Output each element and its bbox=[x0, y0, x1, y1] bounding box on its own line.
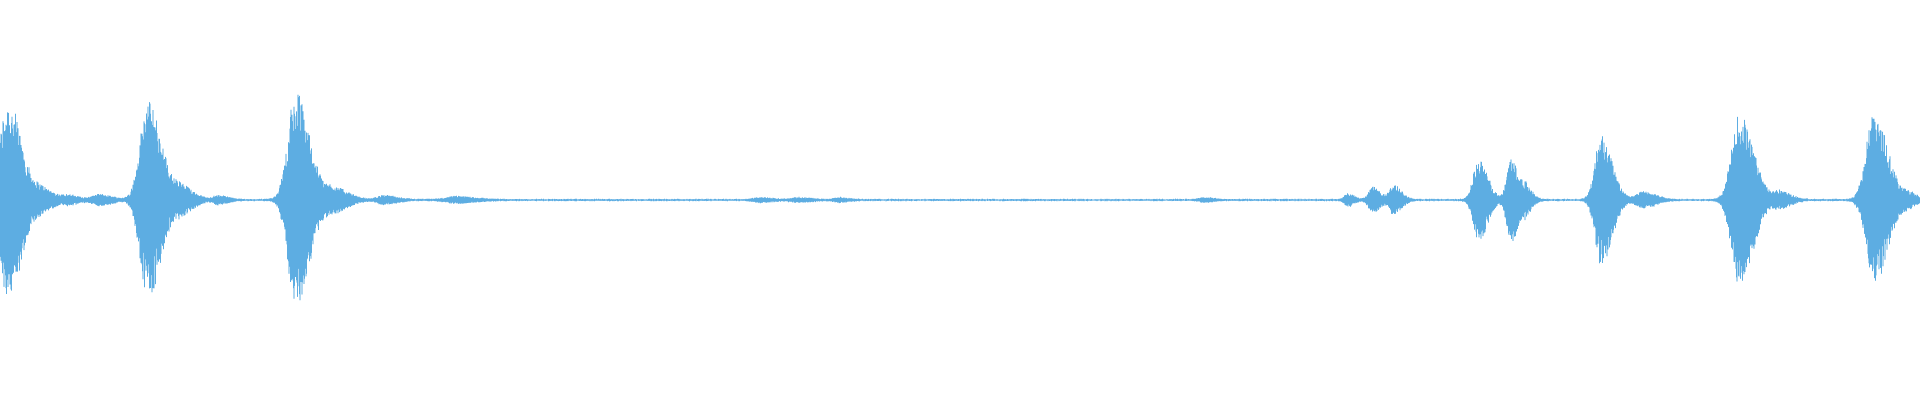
waveform-trace bbox=[0, 94, 1920, 301]
